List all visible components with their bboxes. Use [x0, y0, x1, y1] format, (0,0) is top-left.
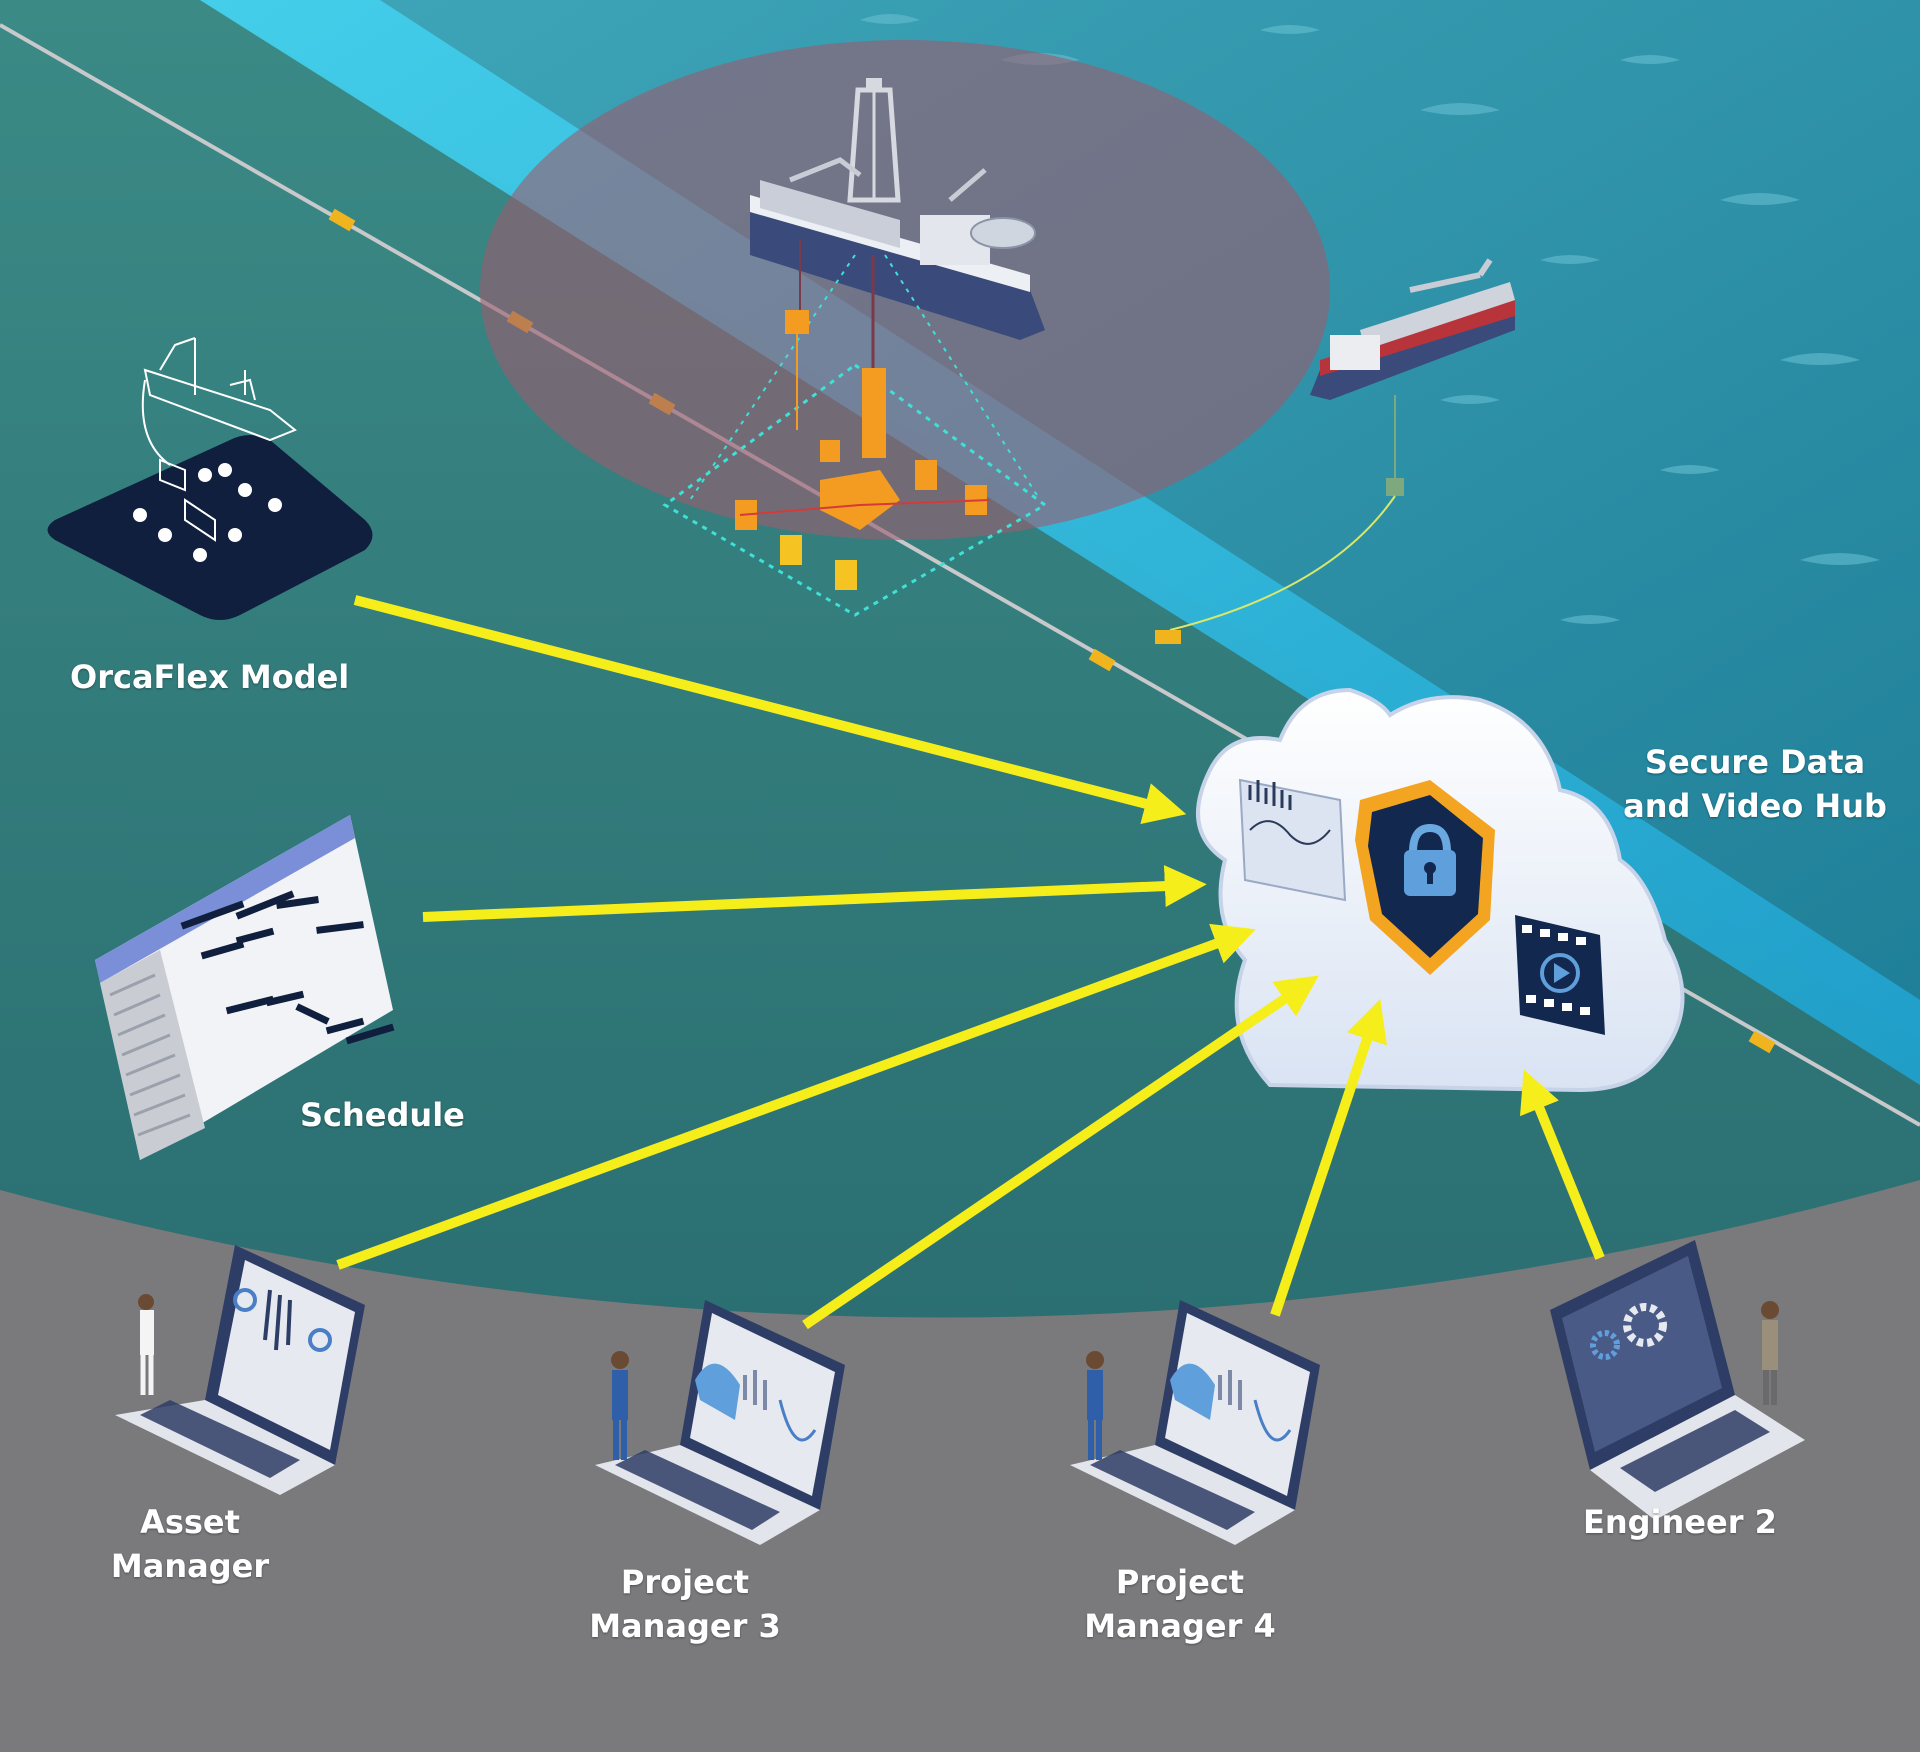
hub-label-line-1: Secure Data [1644, 743, 1866, 781]
arrow-project-manager-4-to-hub [1270, 999, 1387, 1317]
laptop-gears-icon [1550, 1240, 1805, 1520]
hub-label-line-2: and Video Hub [1623, 787, 1887, 825]
project-manager-4-label-line-2: Manager 4 [1084, 1607, 1276, 1645]
supply-vessel-icon [1155, 258, 1515, 644]
asset-manager-label-line-1: Asset [140, 1503, 240, 1541]
asset-manager-label: Asset Manager [85, 1500, 295, 1588]
laptop-dashboard-icon [115, 1245, 365, 1495]
arrow-project-manager-3-to-hub [802, 975, 1319, 1330]
project-manager-3-label-line-1: Project [620, 1563, 750, 1601]
data-flow-arrows [336, 595, 1605, 1330]
hub-label: Secure Data and Video Hub [1620, 740, 1890, 828]
arrow-orcaflex-model-to-hub [353, 595, 1187, 825]
schedule-label: Schedule [300, 1096, 465, 1134]
cloud-lock-icon [1196, 687, 1685, 1093]
project-manager-3-label: Project Manager 3 [560, 1560, 810, 1648]
laptop-charts-icon [595, 1300, 845, 1545]
arrow-schedule-to-hub [422, 865, 1207, 922]
project-manager-4-label: Project Manager 4 [1055, 1560, 1305, 1648]
subsea-template-icon [662, 254, 1048, 617]
arrow-asset-manager-to-hub [336, 923, 1256, 1270]
project-manager-3-label-line-2: Manager 3 [589, 1607, 781, 1645]
project-manager-4-label-line-1: Project [1115, 1563, 1245, 1601]
asset-manager-label-line-2: Manager [110, 1547, 270, 1585]
orcaflex-model-icon [47, 337, 373, 620]
gantt-chart-icon [95, 815, 395, 1160]
laptop-charts-icon [1070, 1300, 1320, 1545]
arrow-engineer-2-to-hub [1519, 1069, 1605, 1260]
orcaflex-model-label: OrcaFlex Model [70, 658, 350, 696]
engineer-2-label: Engineer 2 [1583, 1503, 1777, 1541]
